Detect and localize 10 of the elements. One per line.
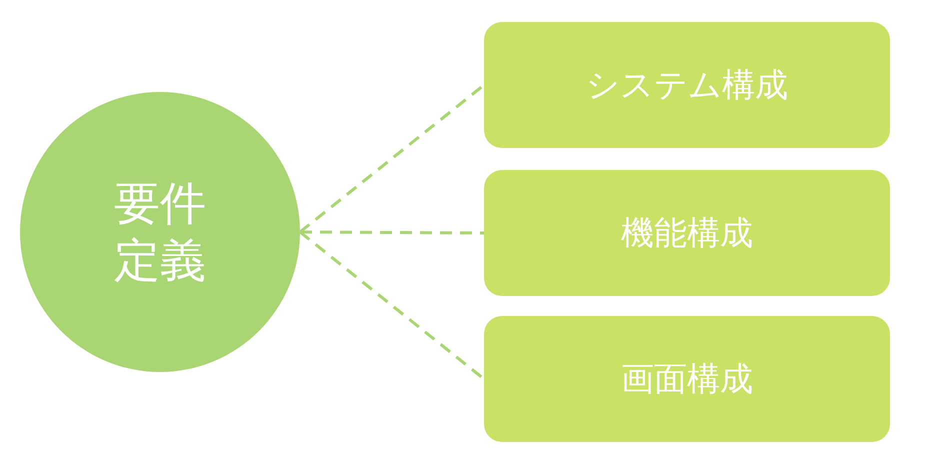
topic-label: 要件定義 [112,174,207,289]
dashed-connector [299,230,485,380]
item-box [484,316,890,442]
item-box [484,22,890,148]
item-label: 画面構成 [621,358,753,400]
dashed-connector [299,84,485,234]
item-label: 機能構成 [621,212,753,254]
dashed-connector [300,230,484,234]
item-box [484,170,890,296]
item-label: システム構成 [586,64,788,106]
